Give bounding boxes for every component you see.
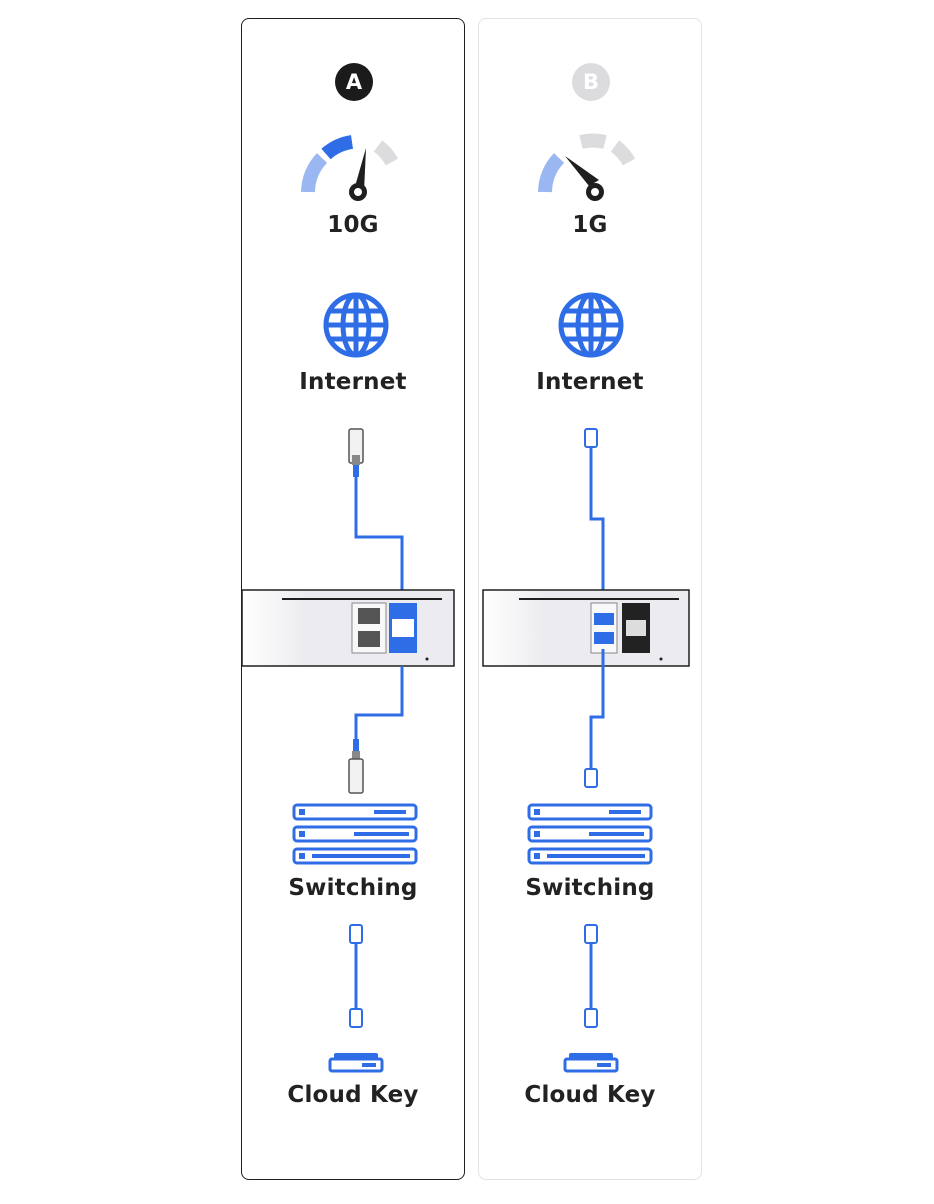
cable-uplink	[589, 447, 605, 617]
speed-label: 1G	[572, 212, 608, 238]
sfp-module-icon	[348, 739, 364, 794]
gateway-device	[482, 589, 690, 667]
cloud-key-label: Cloud Key	[287, 1082, 419, 1108]
cloud-key-label: Cloud Key	[524, 1082, 656, 1108]
switching-label: Switching	[288, 875, 418, 901]
internet-label: Internet	[299, 369, 407, 395]
cable-uplink	[354, 477, 404, 607]
speed-label: 10G	[327, 212, 379, 238]
diagram-a	[242, 135, 455, 1073]
patch-cable	[349, 924, 363, 1028]
option-card-b: B	[478, 18, 702, 1180]
option-badge-b: B	[572, 63, 610, 101]
gateway-device	[242, 589, 455, 667]
patch-cable	[584, 924, 598, 1028]
switching-label: Switching	[525, 875, 655, 901]
speed-gauge-icon	[538, 133, 636, 201]
switch-stack-icon	[292, 803, 418, 865]
rj45-connector-icon	[584, 428, 598, 448]
cable-downlink	[589, 649, 605, 771]
speed-gauge-icon	[301, 135, 399, 201]
switch-stack-icon	[527, 803, 653, 865]
option-card-a: A	[241, 18, 465, 1180]
internet-label: Internet	[536, 369, 644, 395]
cloud-key-icon	[328, 1053, 384, 1073]
cloud-key-icon	[563, 1053, 619, 1073]
globe-icon	[558, 292, 624, 358]
cable-downlink	[354, 666, 404, 739]
option-badge-a: A	[335, 63, 373, 101]
diagram-b	[482, 133, 690, 1073]
sfp-module-icon	[348, 428, 364, 477]
globe-icon	[323, 292, 389, 358]
rj45-connector-icon	[584, 768, 598, 788]
